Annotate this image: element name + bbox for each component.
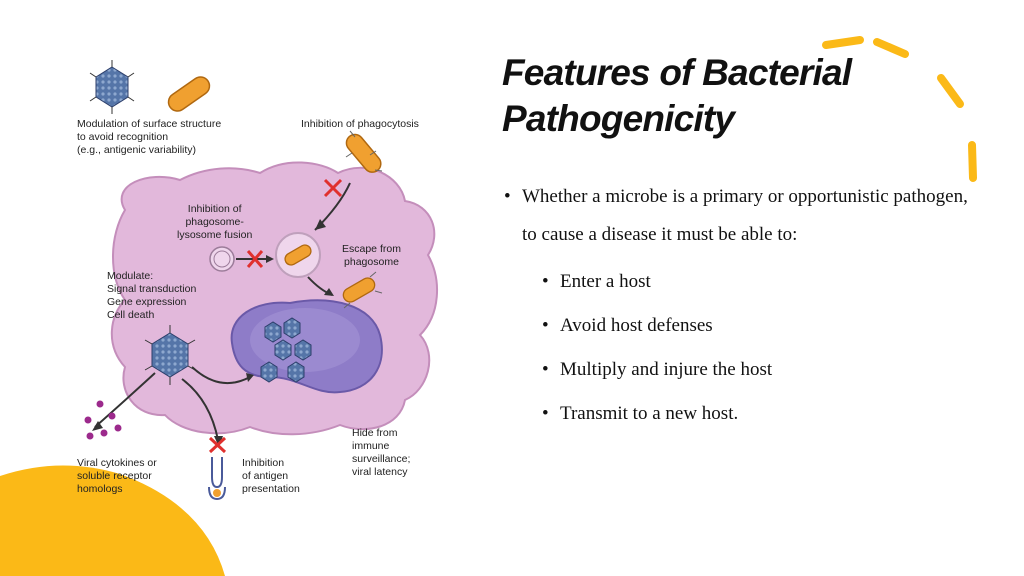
bullet-glyph: • <box>542 271 549 292</box>
label-hide: Hide from immune surveillance; viral lat… <box>352 427 411 478</box>
bacterium-icon <box>167 76 211 112</box>
main-bullet-text: Whether a microbe is a primary or opport… <box>522 186 968 245</box>
pathogen-evasion-figure: Modulation of surface structure to avoid… <box>70 55 470 505</box>
sub-bullet: • Multiply and injure the host <box>500 348 970 392</box>
bullet-glyph: • <box>542 403 549 424</box>
sub-bullet-text: Multiply and injure the host <box>560 359 773 380</box>
bullet-glyph: • <box>542 359 549 380</box>
label-viral-cytokines: Viral cytokines or soluble receptor homo… <box>77 457 157 495</box>
virus-cluster-icon <box>260 317 312 383</box>
sub-bullet-text: Enter a host <box>560 271 651 292</box>
title-line-1: Features of Bacterial <box>502 52 852 93</box>
inhibit-x-icon <box>323 178 343 198</box>
label-modulate: Modulate: Signal transduction Gene expre… <box>107 270 197 321</box>
main-bullet: • Whether a microbe is a primary or oppo… <box>500 178 970 254</box>
label-inhibition-antigen: Inhibition of antigen presentation <box>242 457 300 495</box>
sub-bullet: • Transmit to a new host. <box>500 392 970 436</box>
label-inhibition-fusion: Inhibition of phagosome- lysosome fusion <box>177 203 253 241</box>
receptor-icon <box>208 457 226 501</box>
label-escape: Escape from phagosome <box>342 243 401 268</box>
bullet-list: • Whether a microbe is a primary or oppo… <box>500 178 970 436</box>
bullet-glyph: • <box>504 186 511 207</box>
yellow-accent-strokes <box>822 36 977 182</box>
escaped-bacterium-icon <box>342 271 383 309</box>
title-line-2: Pathogenicity <box>502 98 735 139</box>
bullet-glyph: • <box>542 315 549 336</box>
label-inhibition-phagocytosis: Inhibition of phagocytosis <box>301 118 419 130</box>
inhibit-x-icon <box>208 436 227 454</box>
label-modulation: Modulation of surface structure to avoid… <box>77 118 222 156</box>
inhibit-x-icon <box>246 250 264 268</box>
yellow-corner-blob <box>0 465 225 576</box>
virus-icon <box>144 325 196 385</box>
sub-bullet: • Enter a host <box>500 260 970 304</box>
page-title: Features of Bacterial Pathogenicity <box>502 50 922 142</box>
cytokine-dots-icon <box>84 400 122 440</box>
virus-icon <box>89 60 135 114</box>
sub-bullet-text: Transmit to a new host. <box>560 403 739 424</box>
sub-bullet: • Avoid host defenses <box>500 304 970 348</box>
sub-bullet-text: Avoid host defenses <box>560 315 713 336</box>
phagocytosis-bacterium-icon <box>345 130 383 173</box>
